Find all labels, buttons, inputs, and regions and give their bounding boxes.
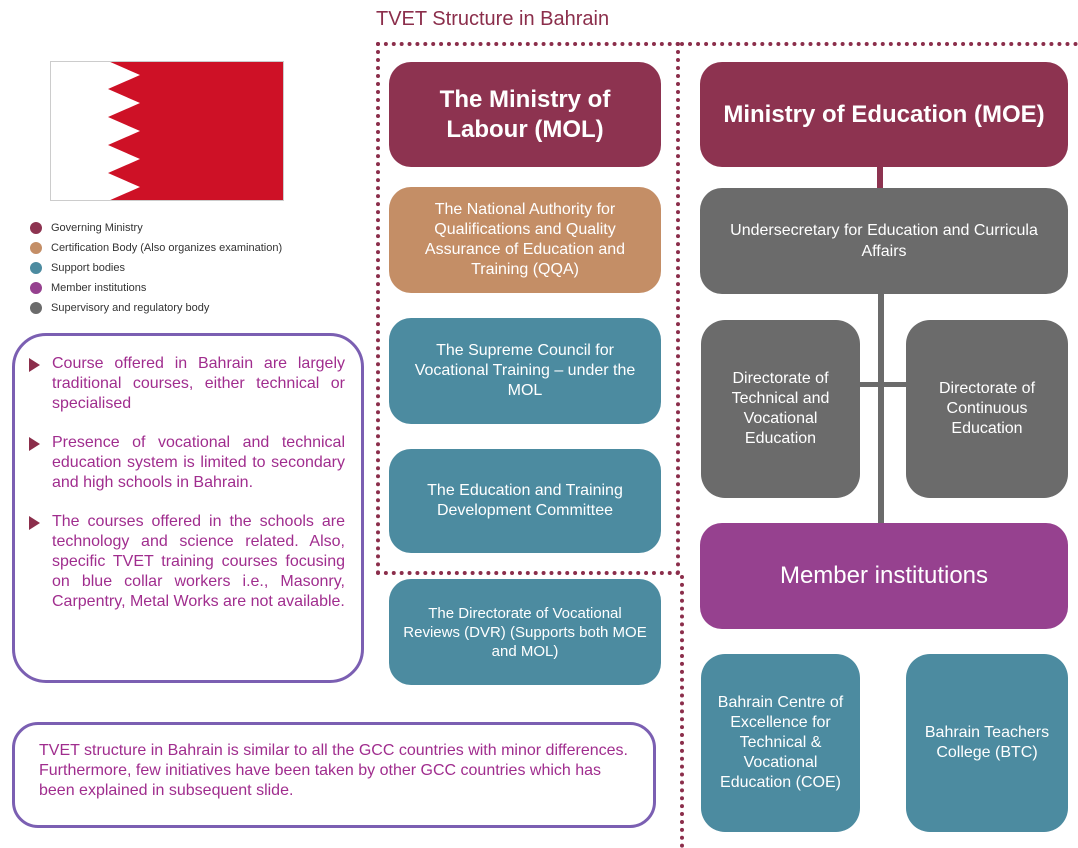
summary-box: TVET structure in Bahrain is similar to … (12, 722, 656, 828)
legend-label: Certification Body (Also organizes exami… (51, 242, 283, 254)
note-item: Course offered in Bahrain are largely tr… (29, 354, 345, 414)
bullet-triangle-icon (29, 358, 40, 372)
legend-item-supervisory: Supervisory and regulatory body (30, 298, 282, 318)
legend-item-governing: Governing Ministry (30, 218, 282, 238)
legend-item-support: Support bodies (30, 258, 282, 278)
moe-region-border-left (680, 575, 684, 848)
certification-dot-icon (30, 242, 42, 254)
scvt-box: The Supreme Council for Vocational Train… (389, 318, 661, 424)
dtve-box: Directorate of Technical and Vocational … (701, 320, 860, 498)
bullet-triangle-icon (29, 437, 40, 451)
legend-item-certification: Certification Body (Also organizes exami… (30, 238, 282, 258)
bullet-triangle-icon (29, 516, 40, 530)
member-dot-icon (30, 282, 42, 294)
etdc-box: The Education and Training Development C… (389, 449, 661, 553)
qqa-box: The National Authority for Qualification… (389, 187, 661, 293)
connector-directorates (860, 382, 906, 387)
moe-region-border-top (680, 42, 1078, 46)
connector-moe-under (877, 167, 883, 188)
moe-ministry-box: Ministry of Education (MOE) (700, 62, 1068, 167)
page-title: TVET Structure in Bahrain (376, 8, 610, 30)
connector-under-member (878, 294, 884, 523)
governing-dot-icon (30, 222, 42, 234)
dce-box: Directorate of Continuous Education (906, 320, 1068, 498)
mol-region-border (376, 42, 680, 575)
btc-box: Bahrain Teachers College (BTC) (906, 654, 1068, 832)
notes-box: Course offered in Bahrain are largely tr… (12, 333, 364, 683)
note-text: Course offered in Bahrain are largely tr… (52, 355, 345, 412)
legend-label: Governing Ministry (51, 222, 143, 234)
legend-item-member: Member institutions (30, 278, 282, 298)
legend: Governing Ministry Certification Body (A… (30, 218, 282, 318)
member-institutions-box: Member institutions (700, 523, 1068, 629)
note-item: Presence of vocational and technical edu… (29, 433, 345, 493)
legend-label: Support bodies (51, 262, 125, 274)
support-dot-icon (30, 262, 42, 274)
undersecretary-box: Undersecretary for Education and Curricu… (700, 188, 1068, 294)
dvr-box: The Directorate of Vocational Reviews (D… (389, 579, 661, 685)
legend-label: Member institutions (51, 282, 147, 294)
note-text: Presence of vocational and technical edu… (52, 434, 345, 491)
mol-ministry-box: The Ministry of Labour (MOL) (389, 62, 661, 167)
coe-box: Bahrain Centre of Excellence for Technic… (701, 654, 860, 832)
legend-label: Supervisory and regulatory body (51, 302, 210, 314)
supervisory-dot-icon (30, 302, 42, 314)
bahrain-flag-icon (50, 61, 284, 201)
note-item: The courses offered in the schools are t… (29, 512, 345, 612)
note-text: The courses offered in the schools are t… (52, 513, 345, 610)
